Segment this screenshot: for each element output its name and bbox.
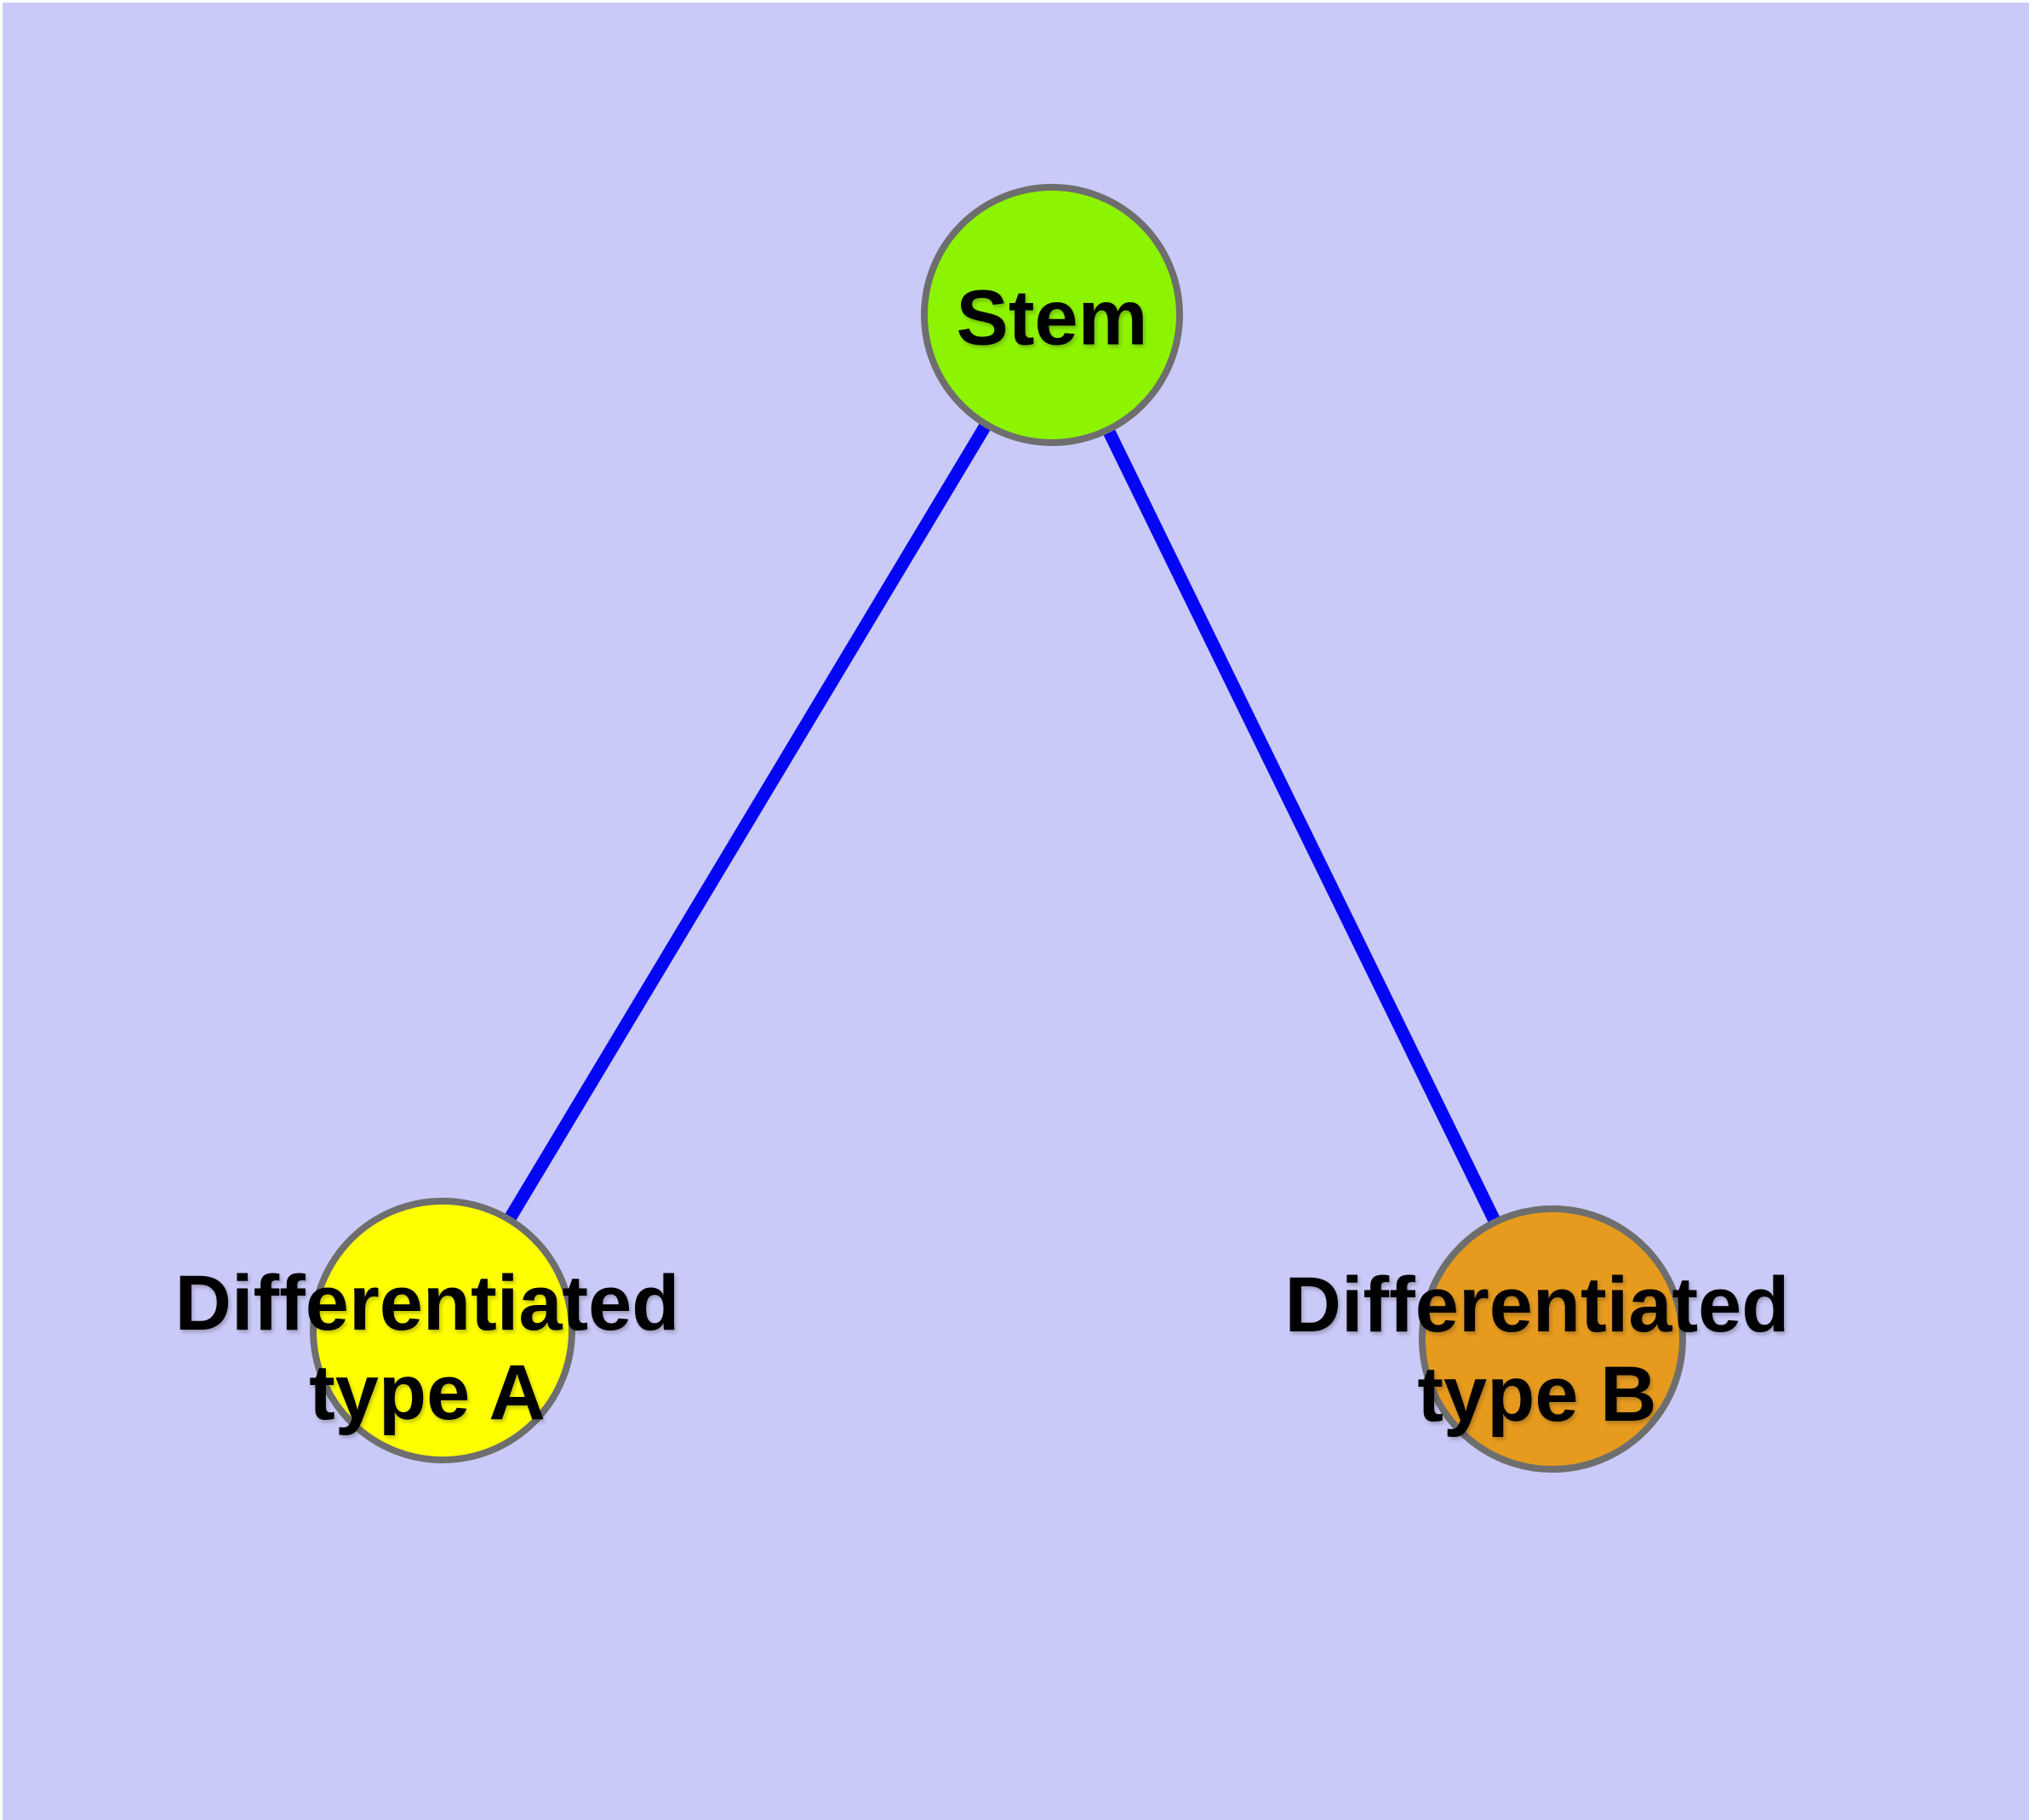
type-b-node-circle [1419,1205,1686,1473]
edge-stem-to-type-b [1046,312,1558,1342]
frame-strip-left [0,0,3,1820]
type-a-node-circle [310,1198,575,1463]
frame-strip-top [0,0,2029,3]
stem-node-circle [921,184,1183,446]
edge-stem-to-type-a [437,312,1058,1334]
